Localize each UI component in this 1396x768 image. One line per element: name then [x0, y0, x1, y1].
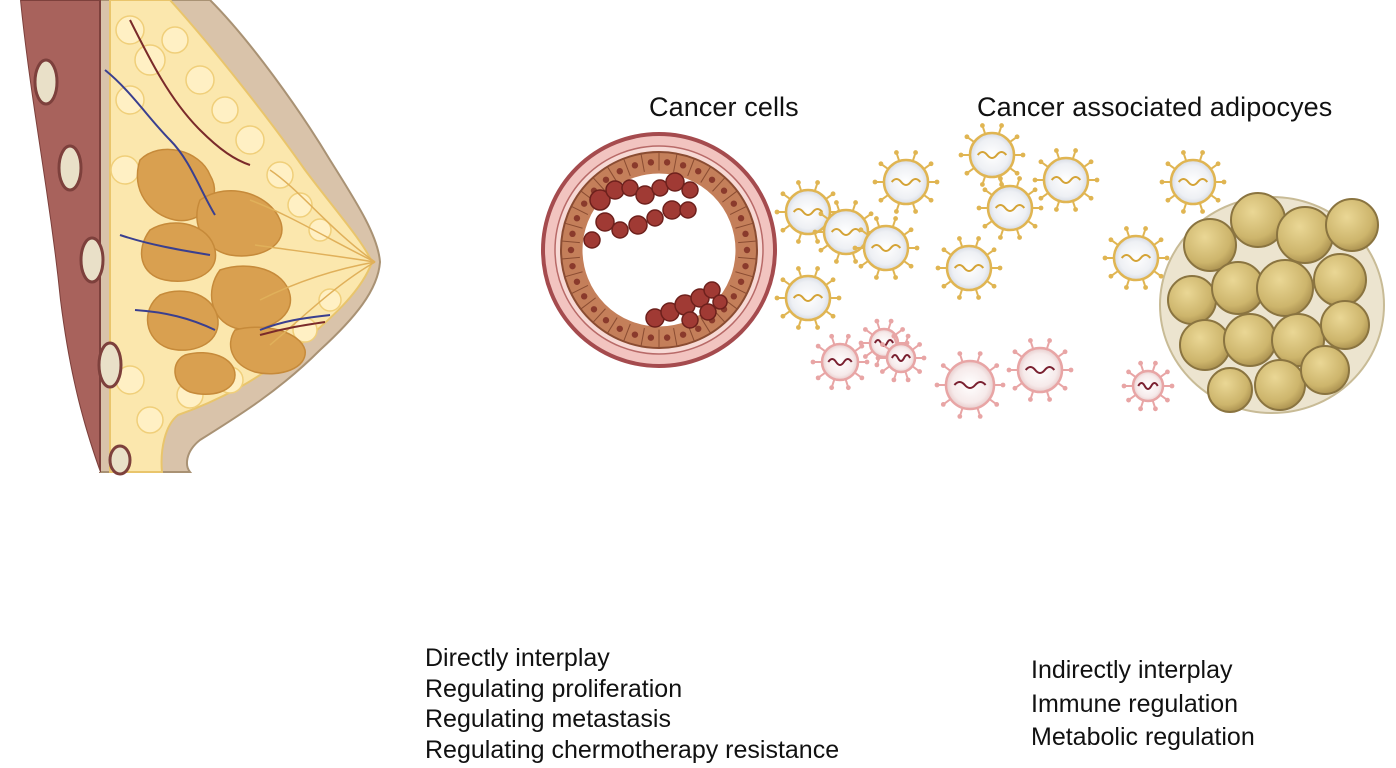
adipocyte-cluster: [1159, 192, 1385, 414]
exosome-vesicle-pink: [875, 333, 927, 383]
indirect-interplay-list: Indirectly interplay Immune regulation M…: [1031, 654, 1255, 755]
breast-anatomy-illustration: [0, 0, 382, 476]
exosome-vesicle: [976, 176, 1044, 240]
adipocyte-cell: [1256, 259, 1314, 317]
cell-nucleus: [695, 325, 702, 332]
cell-nucleus: [573, 278, 581, 285]
exosome-vesicle: [872, 150, 940, 214]
exosome-vesicle: [774, 266, 842, 330]
cell-nucleus: [720, 187, 728, 194]
cell-nucleus: [631, 331, 639, 338]
direct-list-item: Regulating chermotherapy resistance: [425, 735, 840, 764]
exosome-vesicle-pink: [810, 333, 870, 391]
cell-nucleus: [647, 159, 655, 166]
adipocyte-cell: [1167, 275, 1217, 325]
direct-list-item: Regulating metastasis: [425, 705, 671, 733]
cell-nucleus: [737, 215, 745, 222]
ribs: [33, 58, 132, 476]
adipocyte-cell: [1320, 300, 1370, 350]
cell-nucleus: [569, 230, 576, 238]
cell-nucleus: [679, 331, 687, 338]
cell-nucleus: [679, 162, 687, 169]
cell-nucleus: [569, 262, 576, 270]
tumor-cell-clusters: [583, 172, 728, 329]
cell-nucleus: [602, 317, 610, 324]
cell-nucleus: [743, 246, 751, 254]
milk-ducts: [249, 169, 376, 346]
direct-interplay-list: Directly interplay Regulating proliferat…: [425, 643, 839, 765]
cell-nucleus: [663, 159, 671, 166]
cell-nucleus: [573, 215, 581, 222]
cell-nucleus: [730, 293, 738, 300]
adipocyte-cell: [1325, 198, 1379, 252]
extracellular-vesicles: [774, 123, 1227, 419]
exosome-vesicle: [1159, 150, 1227, 214]
adipocyte-cell: [1300, 345, 1350, 395]
cell-nucleus: [663, 334, 671, 341]
cell-nucleus: [590, 306, 598, 313]
exosome-vesicle-pink: [1006, 338, 1074, 402]
exosome-vesicle: [852, 216, 920, 280]
adipocyte-cell: [1183, 218, 1237, 272]
exosome-vesicle: [1102, 226, 1170, 290]
direct-list-item: Directly interplay: [425, 644, 610, 672]
cell-nucleus: [647, 334, 655, 341]
adipocyte-cell: [1179, 319, 1231, 371]
epithelial-cell-ring: [561, 152, 757, 348]
direct-list-item: Regulating proliferation: [425, 674, 683, 703]
cell-nucleus: [580, 200, 588, 207]
cell-nucleus: [737, 278, 745, 285]
exosome-vesicle: [935, 236, 1003, 300]
cell-nucleus: [567, 246, 575, 254]
exosome-vesicle: [958, 123, 1026, 187]
cell-nucleus: [730, 200, 738, 207]
cell-nucleus: [616, 168, 623, 175]
exosome-vesicle-pink: [1121, 360, 1175, 412]
exosome-vesicle-pink: [934, 351, 1006, 419]
cell-nucleus: [616, 325, 623, 332]
adipocytes-label: Cancer associated adipocyes: [977, 92, 1333, 122]
cancer-cells-label: Cancer cells: [649, 92, 799, 122]
adipocyte-cell: [1254, 359, 1306, 411]
adipocyte-cell: [1276, 206, 1334, 264]
exosome-vesicle: [1032, 148, 1100, 212]
cancer-duct-illustration: [541, 132, 777, 368]
adipocyte-cell: [1313, 253, 1367, 307]
cell-nucleus: [742, 230, 749, 238]
adipocyte-cell: [1223, 313, 1277, 367]
indirect-list-item: Immune regulation: [1031, 689, 1239, 718]
indirect-list-item: Indirectly interplay: [1031, 656, 1233, 684]
cell-nucleus: [742, 262, 749, 270]
indirect-list-item: Metabolic regulation: [1031, 723, 1255, 751]
blood-vessels: [104, 19, 331, 336]
exosome-vesicle: [774, 180, 842, 244]
adipocyte-cell: [1207, 367, 1253, 413]
cell-nucleus: [708, 176, 716, 183]
cell-nucleus: [580, 293, 588, 300]
cell-nucleus: [695, 168, 702, 175]
cell-nucleus: [631, 162, 639, 169]
exosome-vesicle: [812, 200, 880, 264]
cell-nucleus: [602, 176, 610, 183]
